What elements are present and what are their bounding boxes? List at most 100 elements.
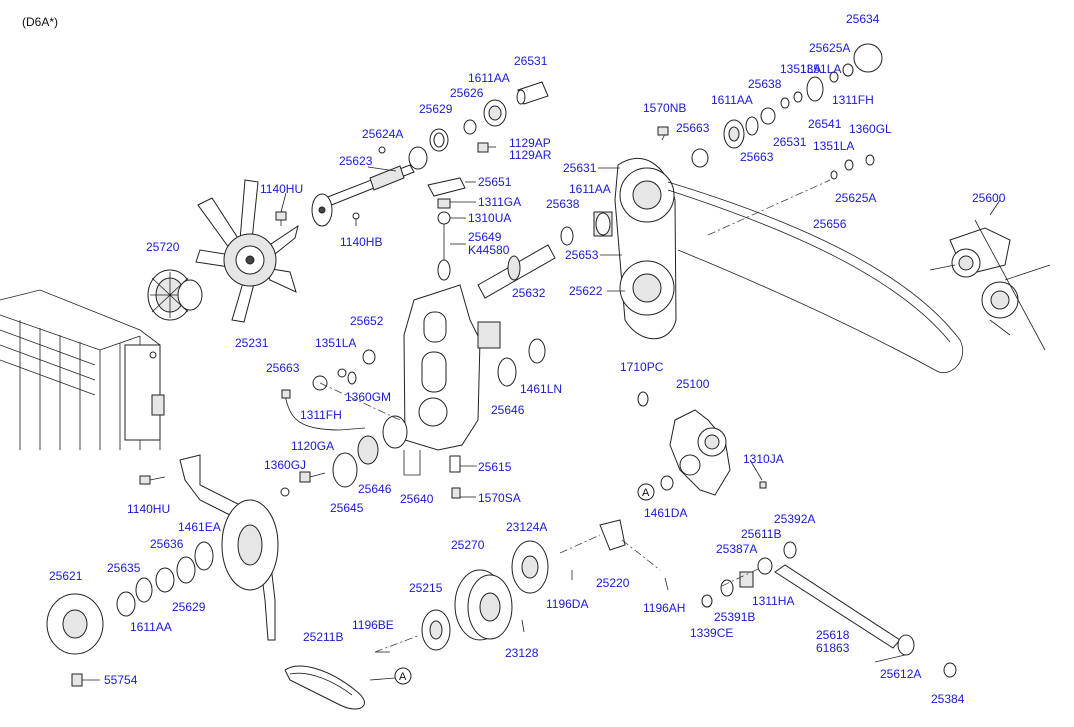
part-label[interactable]: 25625A <box>809 41 850 55</box>
part-label[interactable]: 25392A <box>774 512 815 526</box>
part-label[interactable]: 25391B <box>714 610 755 624</box>
part-label[interactable]: 25645 <box>330 501 364 515</box>
part-label[interactable]: 25640 <box>400 492 434 506</box>
part-label[interactable]: 25100 <box>676 377 710 391</box>
part-label[interactable]: 25636 <box>150 537 184 551</box>
part-label[interactable]: 1351LA <box>813 139 854 153</box>
part-label[interactable]: K44580 <box>468 243 510 257</box>
part-label[interactable]: 25625A <box>835 191 876 205</box>
part-label[interactable]: 25638 <box>546 197 580 211</box>
part-label[interactable]: 25635 <box>107 561 141 575</box>
part-label[interactable]: 1570SA <box>478 491 521 505</box>
part-label[interactable]: 25387A <box>716 542 757 556</box>
part-label[interactable]: 25646 <box>491 403 525 417</box>
centerlines <box>319 382 761 653</box>
bolt-1120ga-drawing <box>280 471 326 497</box>
part-label[interactable]: 1461LN <box>520 382 562 396</box>
part-label[interactable]: 25623 <box>339 154 373 168</box>
part-label[interactable]: 25215 <box>409 581 443 595</box>
engine-code: (D6A*) <box>22 15 58 29</box>
part-label[interactable]: 25600 <box>972 191 1006 205</box>
part-label[interactable]: 1129AP <box>509 136 551 150</box>
part-label[interactable]: 1351LA <box>315 336 356 350</box>
part-label[interactable]: 26541 <box>808 117 842 131</box>
part-label[interactable]: 1360GL <box>849 122 892 136</box>
svg-text:A: A <box>399 671 407 683</box>
part-label[interactable]: 25663 <box>676 121 710 135</box>
part-label[interactable]: 25615 <box>478 460 512 474</box>
part-label[interactable]: 26531 <box>773 135 807 149</box>
part-label[interactable]: 25634 <box>846 12 880 26</box>
part-label[interactable]: 25651 <box>478 175 512 189</box>
part-label[interactable]: 25624A <box>362 127 403 141</box>
fan-coupling-drawing <box>147 269 203 321</box>
part-label[interactable]: 25653 <box>565 248 599 262</box>
part-label[interactable]: 25220 <box>596 576 630 590</box>
part-label[interactable]: 1129AR <box>509 148 552 162</box>
part-label[interactable]: 23124A <box>506 520 547 534</box>
part-label[interactable]: 23128 <box>505 646 539 660</box>
fan-blade-drawing <box>195 179 299 323</box>
part-label[interactable]: 1351LA <box>780 62 821 76</box>
part-label[interactable]: 1461EA <box>178 520 221 534</box>
part-label[interactable]: 1611AA <box>130 620 172 634</box>
pipe-25663-drawing <box>281 389 366 431</box>
part-label[interactable]: 25646 <box>358 482 392 496</box>
part-label[interactable]: 1611AA <box>468 71 510 85</box>
part-label[interactable]: 1311FH <box>300 408 342 422</box>
part-label[interactable]: 25626 <box>450 86 484 100</box>
part-label[interactable]: 25649 <box>468 230 502 244</box>
part-label[interactable]: 25629 <box>172 600 206 614</box>
part-label[interactable]: 1310UA <box>468 211 511 225</box>
part-label[interactable]: 25211B <box>303 630 343 644</box>
part-label[interactable]: 25720 <box>146 240 180 254</box>
part-label[interactable]: 25632 <box>512 286 546 300</box>
part-label[interactable]: 25663 <box>740 150 774 164</box>
part-label[interactable]: 25663 <box>266 361 300 375</box>
part-label[interactable]: 1311FH <box>832 93 874 107</box>
part-label[interactable]: 25656 <box>813 217 847 231</box>
part-label[interactable]: 1140HU <box>127 502 170 516</box>
centerline-belt <box>707 179 831 236</box>
part-label[interactable]: 25612A <box>880 667 921 681</box>
part-label[interactable]: 1611AA <box>569 182 611 196</box>
part-label[interactable]: 1120GA <box>291 439 334 453</box>
part-label[interactable]: 1310JA <box>743 452 784 466</box>
part-label[interactable]: 1140HB <box>340 235 382 249</box>
part-label[interactable]: 1311HA <box>752 594 794 608</box>
part-label[interactable]: 1140HU <box>260 182 303 196</box>
part-label[interactable]: 25611B <box>741 527 781 541</box>
thermostat-housing-drawing <box>637 391 767 496</box>
part-label[interactable]: 1351LA <box>800 62 841 76</box>
leader-lines <box>82 166 1001 681</box>
part-label[interactable]: 25622 <box>569 284 603 298</box>
part-label[interactable]: 1196DA <box>546 597 588 611</box>
timing-cover-drawing <box>312 284 546 499</box>
part-label[interactable]: 1360GJ <box>264 458 306 472</box>
part-label[interactable]: 1461DA <box>644 506 687 520</box>
part-label[interactable]: 1196BE <box>352 618 394 632</box>
callout-a-2: A <box>369 667 412 685</box>
pulley-bracket-drawing <box>477 157 964 373</box>
part-label[interactable]: 1710PC <box>620 360 664 374</box>
part-label[interactable]: 25270 <box>451 538 485 552</box>
part-label[interactable]: 1611AA <box>711 93 753 107</box>
part-label[interactable]: 1311GA <box>478 195 521 209</box>
radiator-drawing <box>0 289 165 450</box>
part-label[interactable]: 25629 <box>419 102 453 116</box>
part-label[interactable]: 26531 <box>514 54 548 68</box>
part-label[interactable]: 55754 <box>104 673 138 687</box>
part-label[interactable]: 25618 <box>816 628 850 642</box>
part-label[interactable]: 25652 <box>350 314 384 328</box>
part-label[interactable]: 1339CE <box>690 626 733 640</box>
pump-shaft-drawing <box>311 81 549 281</box>
part-label[interactable]: 1360GM <box>345 390 391 404</box>
part-label[interactable]: 1570NB <box>643 101 686 115</box>
part-label[interactable]: 25621 <box>49 569 83 583</box>
part-label[interactable]: 25631 <box>563 161 597 175</box>
part-label[interactable]: 25231 <box>235 336 269 350</box>
part-label[interactable]: 25638 <box>748 77 782 91</box>
part-label[interactable]: 25384 <box>931 692 965 706</box>
part-label[interactable]: 1196AH <box>643 601 685 615</box>
part-label[interactable]: 61863 <box>816 641 850 655</box>
